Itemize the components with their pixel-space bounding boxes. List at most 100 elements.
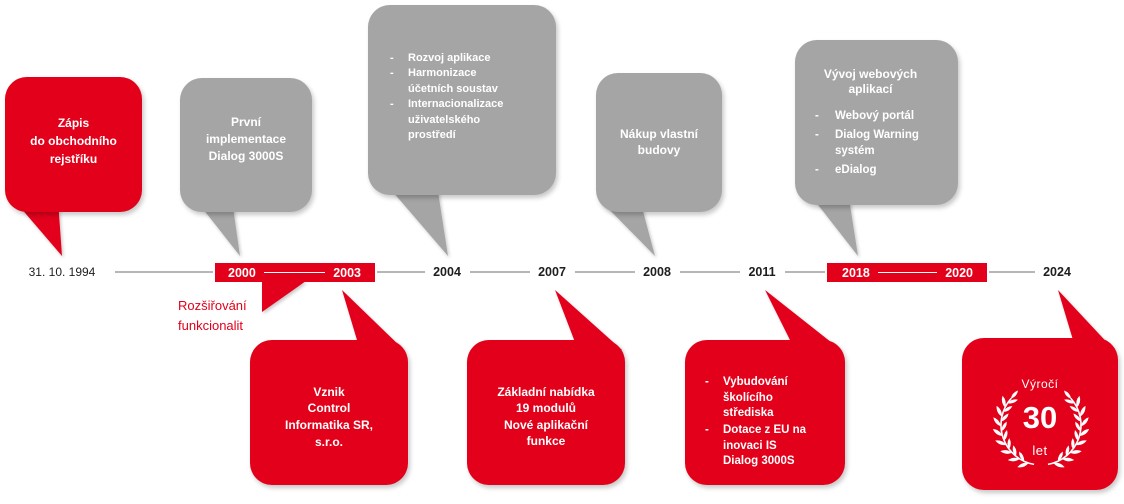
anniversary-label-top: Výročí [1021, 377, 1059, 391]
tail-first-implementation [196, 200, 240, 256]
timeline-year: 2007 [538, 265, 566, 279]
list-marker: - [815, 110, 819, 122]
wreath-leaf [1007, 457, 1020, 462]
wreath-leaf [1019, 451, 1025, 462]
list-item: - eDialog [815, 162, 950, 178]
list-item-text: Rozvoj aplikace [408, 51, 491, 64]
wreath-leaf [1001, 413, 1009, 422]
wreath-leaf [1053, 462, 1065, 468]
wreath-leaf [1001, 421, 1007, 432]
list-item: - Internacionalizace uživatelského prost… [390, 97, 548, 144]
timeline-year: 2008 [643, 265, 671, 279]
wreath-leaf [1010, 390, 1019, 399]
range-connector [877, 272, 938, 273]
list-item: - Webový portál [815, 108, 950, 124]
bubble-basic-offer-text: Základní nabídka 19 modulů Nové aplikačn… [497, 384, 595, 449]
bubble-registration-text: Zápis do obchodního rejstříku [30, 115, 117, 166]
list-item: - Dotace z EU na inovaci IS Dialog 3000S [705, 423, 839, 470]
tail-development [387, 185, 448, 256]
list-item: - Vybudování školícího střediska [705, 375, 839, 422]
tail-company-founding [342, 290, 404, 350]
laurel-wreath-icon [992, 390, 1090, 468]
tail-registration [14, 200, 62, 256]
range-to: 2003 [333, 265, 361, 280]
timeline-year: 2024 [1043, 265, 1071, 279]
bubble-web-apps: Vývoj webových aplikací - Webový portál … [795, 40, 958, 205]
tail-basic-offer [555, 290, 622, 350]
tail-anniversary [1058, 290, 1114, 350]
timeline-range-2000-2003: 2000 2003 [215, 263, 375, 282]
laurel-wreath-svg [992, 390, 1090, 468]
anniversary-label-bottom: let [1032, 443, 1048, 458]
wreath-leaf [1079, 428, 1090, 437]
bubble-company-founding: Vznik Control Informatika SR, s.r.o. [250, 340, 408, 485]
list-item-text: Internacionalizace uživatelského prostře… [408, 98, 504, 141]
bubble-company-founding-text: Vznik Control Informatika SR, s.r.o. [284, 384, 374, 449]
range-to: 2020 [945, 265, 973, 280]
list-marker: - [815, 164, 819, 176]
wreath-leaf [1017, 462, 1029, 468]
bubble-first-implementation-text: První implementace Dialog 3000S [205, 114, 287, 163]
wreath-leaf [995, 440, 1007, 446]
wreath-leaf [1064, 399, 1075, 404]
wreath-leaf [1012, 445, 1017, 457]
wreath-leaf [1071, 438, 1075, 450]
list-item-text: Vybudování školícího střediska [723, 376, 788, 420]
wreath-leaf [1074, 430, 1079, 441]
list-item-text: Dialog Warning systém [835, 129, 919, 157]
range-from: 2000 [228, 265, 256, 280]
wreath-leaf [1007, 438, 1011, 450]
bubble-own-building-text: Nákup vlastní budovy [619, 126, 699, 157]
wreath-leaf [1057, 451, 1063, 462]
wreath-leaf [1080, 405, 1086, 417]
wreath-leaf [1001, 395, 1006, 408]
bubble-anniversary: Výročí 30 let [962, 338, 1118, 490]
range-from: 2018 [842, 265, 870, 280]
wreath-leaf [993, 417, 1002, 427]
list-item-text: Dotace z EU na inovaci IS Dialog 3000S [723, 424, 807, 468]
wreath-leaf [1003, 430, 1008, 441]
wreath-leaf [996, 405, 1002, 417]
tail-functionality-label [262, 281, 306, 312]
bubble-first-implementation: První implementace Dialog 3000S [180, 78, 312, 212]
wreath-leaf [1065, 445, 1070, 457]
list-item-text: eDialog [835, 164, 877, 176]
list-item: - Harmonizace účetních soustav [390, 66, 548, 97]
wreath-leaf [1073, 413, 1081, 422]
wreath-leaf [1080, 417, 1089, 427]
list-item-text: Harmonizace účetních soustav [408, 67, 498, 95]
web-apps-list: - Webový portál - Dialog Warning systém … [815, 108, 950, 178]
wreath-leaf [1062, 457, 1075, 462]
wreath-leaf [1000, 450, 1013, 454]
list-marker: - [390, 51, 394, 64]
bubble-development: - Rozvoj aplikace - Harmonizace účetních… [368, 5, 556, 195]
wreath-leaf [1063, 390, 1072, 399]
bubble-own-building: Nákup vlastní budovy [596, 73, 722, 212]
wreath-stem [1047, 397, 1082, 466]
timeline-range-2018-2020: 2018 2020 [827, 263, 987, 282]
wreath-leaf [992, 428, 1003, 437]
list-marker: - [705, 424, 709, 437]
list-item: - Rozvoj aplikace [390, 51, 548, 67]
timeline-start-date: 31. 10. 1994 [28, 265, 96, 279]
bubble-registration: Zápis do obchodního rejstříku [5, 77, 142, 212]
list-marker: - [390, 67, 394, 79]
list-marker: - [390, 98, 394, 110]
tail-web-apps [808, 192, 858, 256]
wreath-leaf [1007, 399, 1018, 404]
list-marker: - [705, 376, 709, 389]
list-item-text: Webový portál [835, 110, 915, 122]
wreath-leaf [1069, 405, 1079, 412]
wreath-leaf [1076, 395, 1081, 408]
list-marker: - [815, 129, 819, 141]
wreath-stem [1000, 397, 1035, 466]
wreath-leaf [1075, 421, 1081, 432]
timeline-year: 2011 [748, 265, 776, 279]
anniversary-number: 30 [1022, 400, 1058, 435]
list-item: - Dialog Warning systém [815, 127, 950, 159]
wreath-leaf [1075, 440, 1087, 446]
bubble-training-center: - Vybudování školícího střediska - Dotac… [685, 340, 845, 485]
bubble-basic-offer: Základní nabídka 19 modulů Nové aplikačn… [467, 340, 625, 485]
